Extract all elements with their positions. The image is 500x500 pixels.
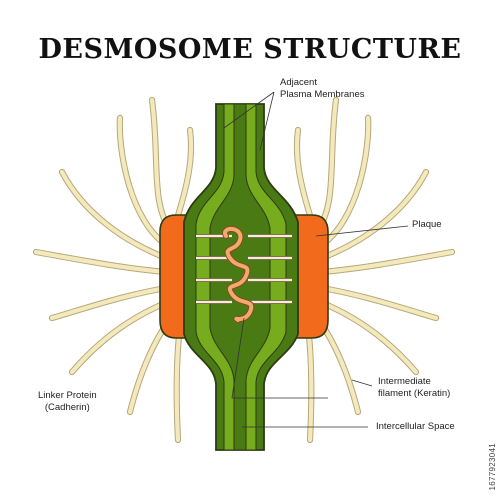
label-plaque: Plaque <box>412 219 442 230</box>
filament <box>59 169 169 261</box>
filament <box>33 249 169 275</box>
filament <box>317 299 419 375</box>
filament-outline <box>318 168 430 262</box>
filament <box>49 285 169 321</box>
label-linker-line1: Linker Protein <box>38 390 97 401</box>
linker-proteins <box>196 226 292 323</box>
filament <box>117 115 171 249</box>
label-adjacent-membranes: Adjacent Plasma Membranes <box>280 77 364 100</box>
filament <box>313 97 339 235</box>
leader-adjacent-a <box>223 91 275 129</box>
label-adjacent-line2: Plasma Membranes <box>280 88 365 100</box>
label-intermediate-filament: Intermediate filament (Keratin) <box>378 376 450 399</box>
stock-strip: 1677923041 <box>486 0 500 500</box>
filament-outline <box>316 298 420 376</box>
cadherin-coil <box>223 227 254 322</box>
filament <box>149 97 175 235</box>
leader-plaque <box>315 225 409 237</box>
filament <box>69 299 171 375</box>
filament <box>319 169 429 261</box>
intercellular-space <box>209 103 271 451</box>
label-intermediate-line1: Intermediate <box>378 376 431 387</box>
filament <box>317 115 371 249</box>
filament <box>294 127 315 225</box>
filament-outline <box>68 298 172 376</box>
label-adjacent-line1: Adjacent <box>280 77 317 88</box>
label-intercellular-space: Intercellular Space <box>376 421 455 432</box>
leader-lines <box>223 91 409 428</box>
filament-outline <box>58 168 170 262</box>
label-linker-protein: Linker Protein (Cadherin) <box>38 390 97 413</box>
label-linker-line2: (Cadherin) <box>44 401 90 413</box>
label-intermediate-line2: filament (Keratin) <box>378 387 451 399</box>
leader-linker <box>231 317 328 399</box>
filament <box>319 249 455 275</box>
stock-id: 1677923041 <box>488 442 497 491</box>
filament <box>173 127 194 225</box>
page-title: DESMOSOME STRUCTURE <box>38 34 462 65</box>
filament <box>319 285 439 321</box>
leader-intermediate <box>351 379 373 387</box>
leader-adjacent-b <box>259 91 275 151</box>
right-plaque <box>291 214 329 339</box>
intermediate-filaments <box>32 96 456 444</box>
